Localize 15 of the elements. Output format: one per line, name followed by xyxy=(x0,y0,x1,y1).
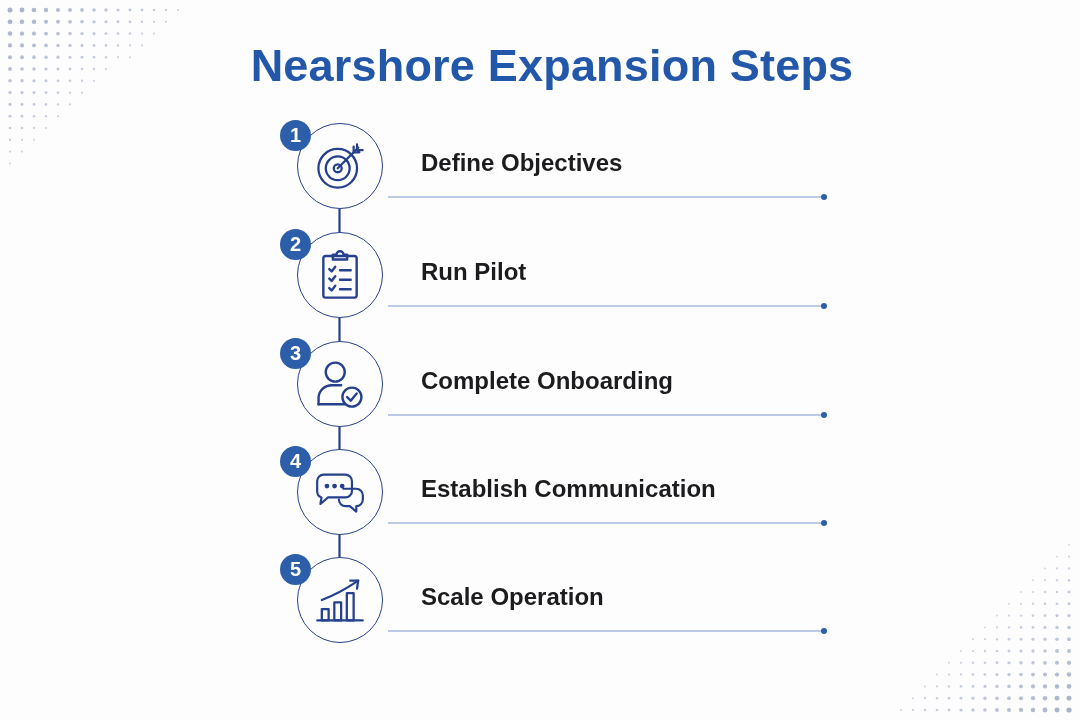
connector-line xyxy=(338,535,341,557)
step-title: Run Pilot xyxy=(421,258,527,286)
step-title: Establish Communication xyxy=(421,475,716,503)
step-title: Scale Operation xyxy=(421,583,604,611)
connector-line xyxy=(338,209,341,232)
step-title: Define Objectives xyxy=(421,149,623,177)
step-number-badge: 4 xyxy=(280,445,311,477)
step-number-badge: 1 xyxy=(280,119,311,151)
connector-line xyxy=(338,427,341,449)
step-number-badge: 5 xyxy=(280,553,311,585)
title: Nearshore Expansion Steps xyxy=(250,40,854,92)
step-number-badge: 3 xyxy=(280,337,311,369)
step-number-badge: 2 xyxy=(280,228,311,260)
step-title: Complete Onboarding xyxy=(421,367,673,395)
connector-line xyxy=(338,318,341,341)
